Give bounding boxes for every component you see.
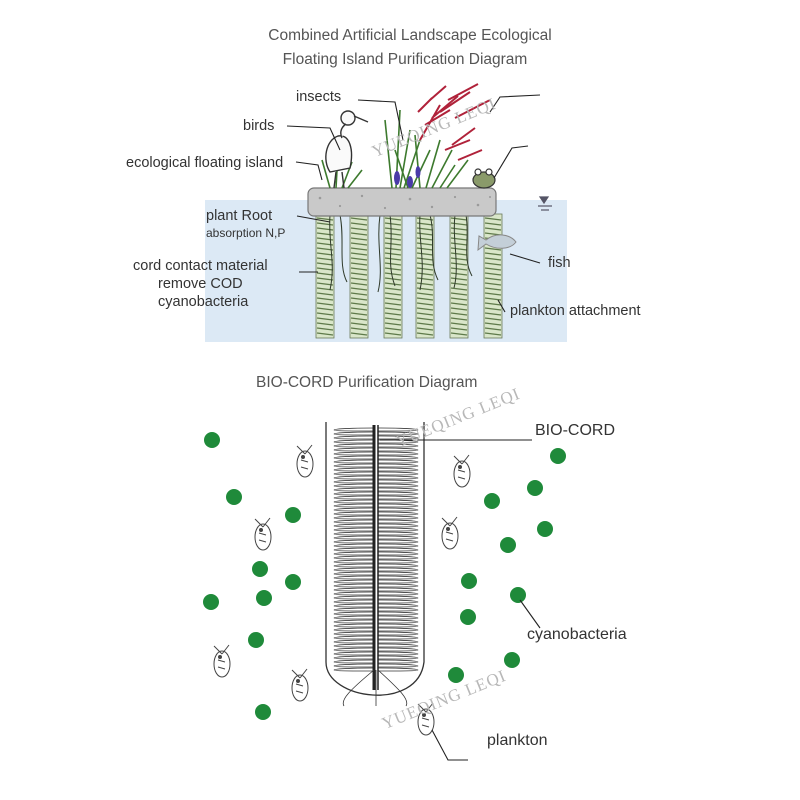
cyanobacteria-dot-11 xyxy=(527,480,543,496)
cyanobacteria-dot-7 xyxy=(256,590,272,606)
plankton-2 xyxy=(453,454,471,488)
cyanobacteria-dot-6 xyxy=(203,594,219,610)
floating-island xyxy=(307,187,497,217)
cyanobacteria-dot-5 xyxy=(285,574,301,590)
cyanobacteria-dot-13 xyxy=(537,521,553,537)
cyanobacteria-dots xyxy=(203,432,566,720)
cyanobacteria-dot-18 xyxy=(504,652,520,668)
top-title-line1: Combined Artificial Landscape Ecological xyxy=(268,27,552,44)
label-plankton-attachment: plankton attachment xyxy=(510,303,641,319)
label-remove-cod: remove COD xyxy=(158,276,243,292)
label-plant-root: plant Root xyxy=(206,208,273,224)
frog-illustration xyxy=(472,168,496,189)
iris-flowers xyxy=(394,166,421,188)
cyanobacteria-dot-9 xyxy=(255,704,271,720)
cyanobacteria-dot-14 xyxy=(500,537,516,553)
label-ecological-floating-island: ecological floating island xyxy=(126,155,284,171)
reed-flowers xyxy=(417,83,491,161)
cyanobacteria-dot-2 xyxy=(226,489,242,505)
plankton-5 xyxy=(291,668,309,702)
label-cord-contact-material: cord contact material xyxy=(133,258,268,274)
cyanobacteria-dot-12 xyxy=(484,493,500,509)
label-insects: insects xyxy=(296,89,342,105)
plant-roots xyxy=(329,214,473,293)
label-birds: birds xyxy=(243,118,275,134)
fish-illustration xyxy=(477,234,517,252)
cyanobacteria-dot-19 xyxy=(448,667,464,683)
plankton-organisms xyxy=(213,444,471,736)
label-cyanobacteria-bottom: cyanobacteria xyxy=(527,626,627,643)
label-fish: fish xyxy=(548,255,571,271)
cyanobacteria-dot-17 xyxy=(460,609,476,625)
plankton-3 xyxy=(254,517,272,551)
leader-lines-top xyxy=(286,94,541,313)
cyanobacteria-dot-15 xyxy=(461,573,477,589)
water-level-symbol xyxy=(538,196,552,211)
island-plants xyxy=(321,109,469,189)
label-absorption: absorption N,P xyxy=(206,226,286,240)
cyanobacteria-dot-4 xyxy=(252,561,268,577)
cyanobacteria-dot-1 xyxy=(204,432,220,448)
top-title-line2: Floating Island Purification Diagram xyxy=(282,51,528,68)
plankton-6 xyxy=(417,702,435,736)
cyanobacteria-dot-10 xyxy=(550,448,566,464)
bird-illustration xyxy=(325,110,369,189)
plankton-7 xyxy=(213,644,231,678)
label-plankton: plankton xyxy=(487,732,548,749)
cyanobacteria-dot-16 xyxy=(510,587,526,603)
bio-cord-large xyxy=(325,422,425,707)
island-texture xyxy=(318,194,491,210)
label-bio-cord: BIO-CORD xyxy=(535,422,615,439)
leader-lines-bottom xyxy=(380,439,541,761)
plankton-4 xyxy=(441,516,459,550)
label-cyanobacteria-top: cyanobacteria xyxy=(158,294,249,310)
cyanobacteria-dot-8 xyxy=(248,632,264,648)
bottom-title: BIO-CORD Purification Diagram xyxy=(256,374,478,391)
cyanobacteria-dot-3 xyxy=(285,507,301,523)
plankton-1 xyxy=(296,444,314,478)
